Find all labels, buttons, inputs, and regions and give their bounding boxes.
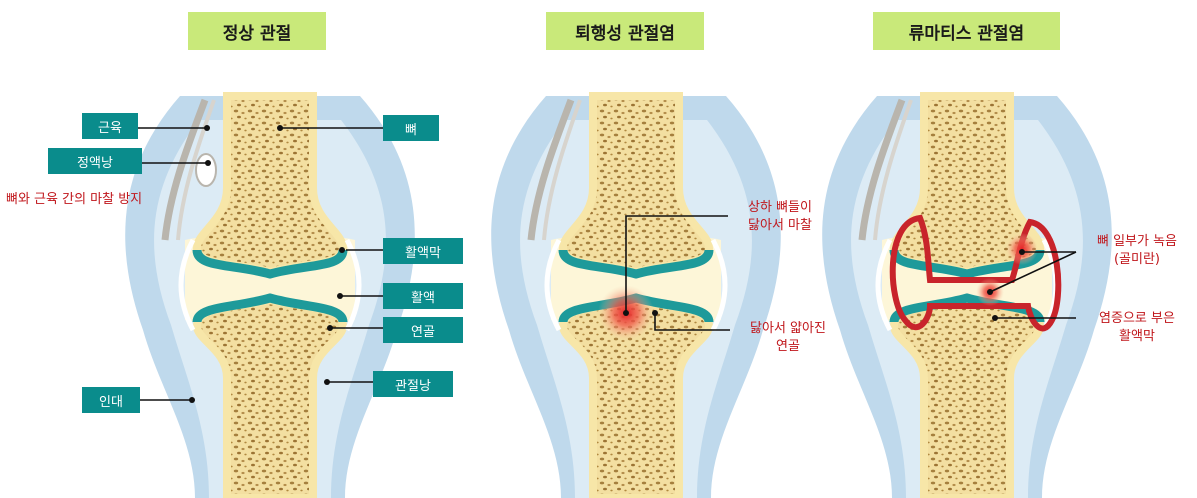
note-bone-erosion-line-1: 뼈 일부가 녹음 xyxy=(1096,234,1178,249)
label-muscle: 근육 xyxy=(82,113,138,139)
title-degenerative-arthritis: 퇴행성 관절염 xyxy=(546,12,704,50)
bursa-note: 뼈와 근육 간의 마찰 방지 xyxy=(6,192,143,207)
title-rheumatoid-arthritis: 류마티스 관절염 xyxy=(873,12,1060,50)
note-bone-erosion-line-2: (골미란) xyxy=(1113,252,1161,267)
note-thin-cartilage-line-2: 연골 xyxy=(776,339,800,354)
label-synovium: 활액막 xyxy=(383,238,463,264)
note-friction-line-2: 닳아서 마찰 xyxy=(748,218,812,233)
title-normal-joint: 정상 관절 xyxy=(188,12,326,50)
label-ligament: 인대 xyxy=(82,387,140,413)
bursa-shape xyxy=(195,153,217,187)
label-bone: 뼈 xyxy=(383,115,439,141)
note-swollen-synovium-line-1: 염증으로 부은 xyxy=(1099,311,1175,326)
label-synovial-fluid: 활액 xyxy=(383,283,463,309)
note-friction: 상하 뼈들이 닳아서 마찰 xyxy=(734,199,826,235)
note-swollen-synovium: 염증으로 부은 활액막 xyxy=(1082,310,1192,346)
degenerative-joint xyxy=(491,96,781,498)
leader-lines xyxy=(138,127,1077,401)
note-swollen-synovium-line-2: 활액막 xyxy=(1119,329,1155,344)
normal-joint xyxy=(125,96,415,498)
leader-dots xyxy=(189,125,1025,403)
label-cartilage: 연골 xyxy=(383,317,463,343)
note-friction-line-1: 상하 뼈들이 xyxy=(748,200,812,215)
muscle-shape xyxy=(161,98,209,241)
inflamed-synovium xyxy=(889,214,1062,332)
rheumatoid-joint xyxy=(822,96,1112,498)
note-thin-cartilage: 닳아서 얇아진 연골 xyxy=(736,320,840,356)
note-thin-cartilage-line-1: 닳아서 얇아진 xyxy=(750,321,826,336)
label-bursa: 정액낭 xyxy=(48,148,142,174)
label-capsule: 관절낭 xyxy=(373,371,453,397)
note-bone-erosion: 뼈 일부가 녹음 (골미란) xyxy=(1082,233,1192,269)
